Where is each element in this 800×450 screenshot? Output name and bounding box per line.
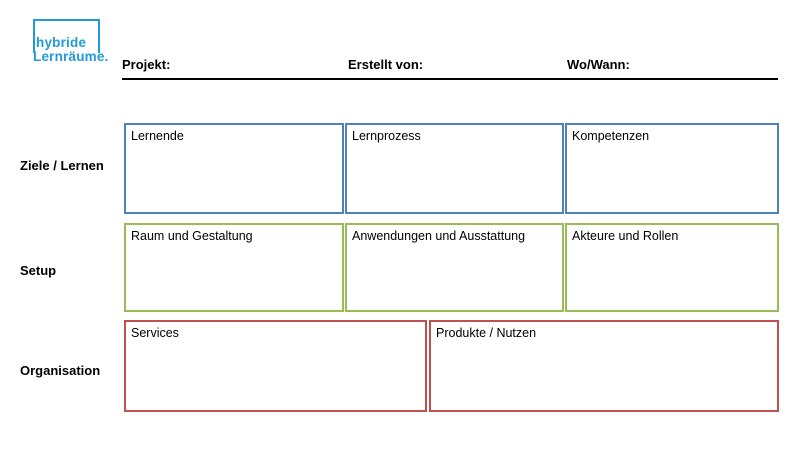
box-lernende[interactable]: Lernende: [124, 123, 344, 214]
box-title: Lernprozess: [352, 129, 421, 143]
box-title: Lernende: [131, 129, 184, 143]
row-label-organisation: Organisation: [20, 363, 101, 378]
where-when-label: Wo/Wann:: [567, 57, 630, 72]
box-services[interactable]: Services: [124, 320, 427, 412]
box-produkte-nutzen[interactable]: Produkte / Nutzen: [429, 320, 779, 412]
box-title: Services: [131, 326, 179, 340]
box-title: Produkte / Nutzen: [436, 326, 537, 340]
logo-frame-icon: [98, 19, 100, 53]
logo-wordmark-line2: Lernräume.: [33, 49, 109, 64]
box-kompetenzen[interactable]: Kompetenzen: [565, 123, 779, 214]
project-label: Projekt:: [122, 57, 171, 72]
box-anwendungen-und-ausstattung[interactable]: Anwendungen und Ausstattung: [345, 223, 564, 312]
box-title: Akteure und Rollen: [572, 229, 679, 243]
box-lernprozess[interactable]: Lernprozess: [345, 123, 564, 214]
box-title: Raum und Gestaltung: [131, 229, 253, 243]
row-label-ziele-lernen: Ziele / Lernen: [20, 158, 104, 173]
box-title: Kompetenzen: [572, 129, 650, 143]
box-title: Anwendungen und Ausstattung: [352, 229, 526, 243]
logo-wordmark-line1: hybride: [36, 35, 87, 50]
created-by-label: Erstellt von:: [348, 57, 424, 72]
row-label-setup: Setup: [20, 263, 57, 278]
box-raum-und-gestaltung[interactable]: Raum und Gestaltung: [124, 223, 344, 312]
header-underline: [122, 78, 778, 80]
box-akteure-und-rollen[interactable]: Akteure und Rollen: [565, 223, 779, 312]
logo-frame-icon: [33, 19, 100, 53]
